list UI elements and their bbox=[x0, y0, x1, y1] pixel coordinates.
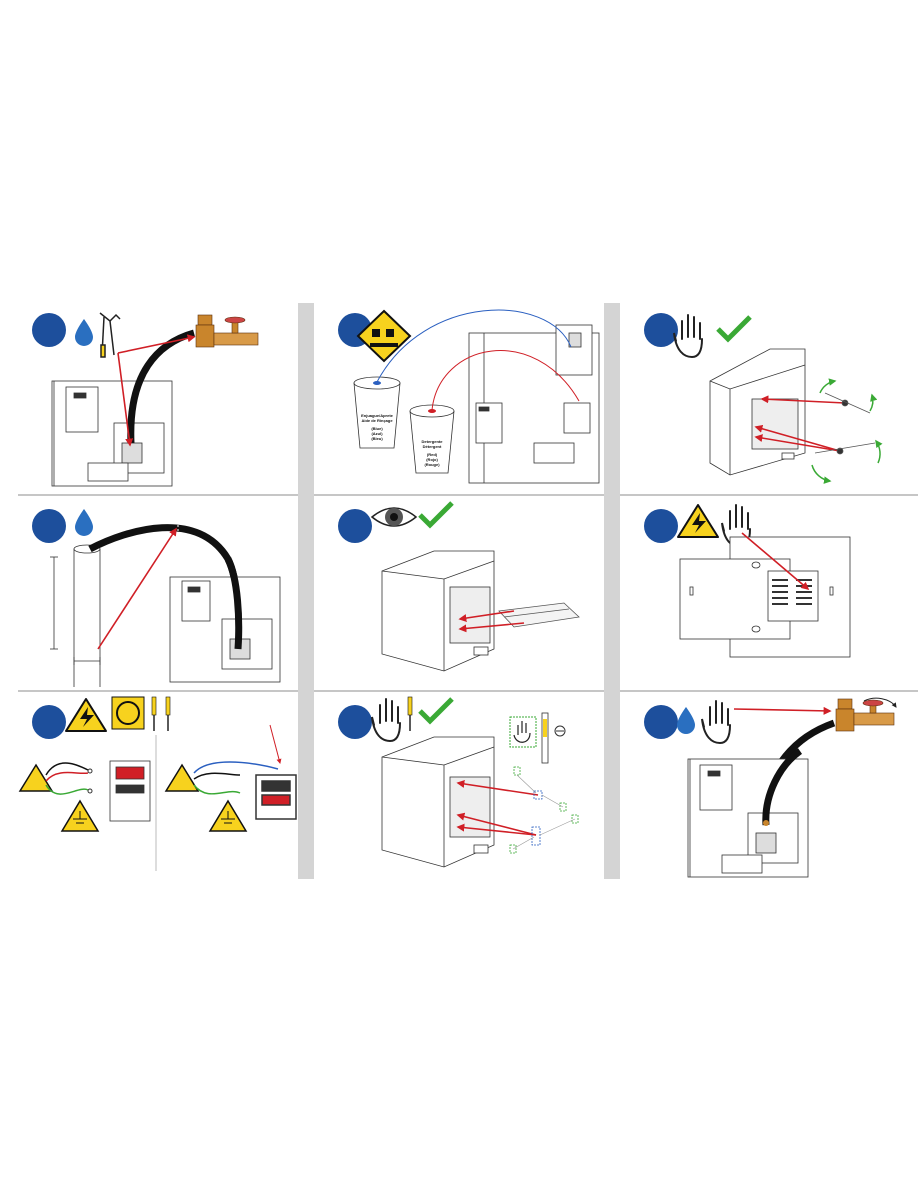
electric-warning-icon bbox=[677, 504, 719, 538]
checkmark-icon bbox=[418, 697, 454, 725]
step-panel-9 bbox=[630, 695, 912, 883]
rinse-tube bbox=[376, 309, 572, 383]
row-divider bbox=[314, 494, 604, 496]
column-divider bbox=[604, 303, 620, 879]
label-line: (Blue) bbox=[371, 426, 383, 431]
ground-warning-icon bbox=[208, 799, 248, 832]
step-number-circle bbox=[32, 313, 66, 347]
step-panel-5 bbox=[324, 499, 606, 687]
dishwasher-cabinet bbox=[381, 550, 495, 672]
step-panel-3 bbox=[630, 303, 912, 491]
label-line: (Azul) bbox=[371, 431, 383, 436]
step-panel-8 bbox=[324, 695, 606, 883]
checkmark-icon bbox=[716, 315, 752, 343]
instruction-sheet: Enjuague/Aprete Aide de Rinçage (Blue) (… bbox=[18, 303, 918, 879]
pressure-valve-icon bbox=[835, 698, 895, 732]
step-number-circle bbox=[32, 509, 66, 543]
ground-warning-icon bbox=[60, 799, 100, 832]
yellow-circle-icon bbox=[111, 696, 145, 730]
electric-warning-icon bbox=[18, 763, 54, 792]
pliers-icon bbox=[99, 312, 121, 358]
rinse-aid-bucket bbox=[353, 376, 401, 449]
row-divider bbox=[620, 690, 918, 692]
corrosive-warning-icon bbox=[356, 309, 412, 363]
spray-arm bbox=[814, 392, 876, 455]
rotation-arrow bbox=[863, 697, 897, 708]
machine-body bbox=[51, 380, 173, 487]
step-panel-2: Enjuague/Aprete Aide de Rinçage (Blue) (… bbox=[324, 303, 606, 491]
detergent-tube bbox=[431, 350, 580, 411]
screwdriver-icon bbox=[407, 696, 413, 731]
row-divider bbox=[620, 494, 918, 496]
filter-screens bbox=[498, 602, 580, 628]
step-panel-1 bbox=[18, 303, 300, 491]
label-line: (Red) bbox=[426, 452, 438, 457]
dishwasher-cabinet bbox=[381, 736, 495, 868]
detergent-bucket bbox=[409, 404, 455, 474]
water-drop-icon bbox=[75, 509, 93, 536]
step-number-circle bbox=[32, 705, 66, 739]
dishwasher-cabinet bbox=[709, 348, 806, 476]
step-number-circle bbox=[644, 509, 678, 543]
terminal-block bbox=[109, 760, 151, 822]
spray-arm-parts bbox=[509, 766, 579, 854]
label-line: (Rouge) bbox=[424, 462, 440, 467]
screwdriver-icon bbox=[165, 696, 171, 731]
inlet-hose bbox=[127, 329, 195, 444]
step-number-circle bbox=[644, 705, 678, 739]
label-line: (Bleu) bbox=[371, 436, 383, 441]
breaker-panel bbox=[679, 536, 851, 658]
row-divider bbox=[314, 690, 604, 692]
hand-icon bbox=[371, 698, 401, 743]
dimension-lines bbox=[50, 556, 101, 665]
arrow-to-inlet bbox=[117, 352, 134, 447]
label-line: (Rojo) bbox=[426, 457, 438, 462]
step-panel-7 bbox=[18, 695, 300, 883]
label-line: Détergent bbox=[422, 444, 442, 449]
inset-detail bbox=[509, 712, 566, 764]
checkmark-icon bbox=[418, 501, 454, 529]
drain-standpipe bbox=[73, 544, 101, 687]
eye-icon bbox=[370, 507, 418, 527]
machine-side-view bbox=[468, 324, 600, 484]
row-divider bbox=[18, 690, 298, 692]
label-line: Detergente bbox=[421, 439, 443, 444]
breaker-arrow bbox=[741, 532, 810, 591]
hand-icon bbox=[673, 314, 703, 359]
valve-arrow bbox=[733, 706, 832, 715]
hand-icon bbox=[701, 700, 731, 745]
step-number-circle bbox=[338, 705, 372, 739]
row-divider bbox=[18, 494, 298, 496]
column-divider bbox=[298, 303, 314, 879]
screwdriver-icon bbox=[151, 696, 157, 731]
height-arrow bbox=[97, 527, 177, 650]
arrow-to-valve bbox=[117, 334, 196, 354]
hand-icon bbox=[721, 504, 751, 549]
electric-warning-icon bbox=[65, 698, 107, 732]
detergent-bucket-label: Detergente Détergent (Red) (Rojo) (Rouge… bbox=[412, 439, 452, 467]
step-number-circle bbox=[338, 509, 372, 543]
machine-body bbox=[169, 576, 281, 683]
rotation-arrows bbox=[811, 378, 883, 484]
step-number-circle bbox=[644, 313, 678, 347]
step-panel-6 bbox=[630, 499, 912, 687]
pressure-valve-icon bbox=[195, 314, 259, 348]
terminal-block bbox=[255, 774, 297, 820]
machine-body bbox=[687, 758, 809, 878]
electric-warning-icon bbox=[164, 763, 200, 792]
water-drop-icon bbox=[75, 319, 93, 346]
label-line: Enjuague/Aprete bbox=[361, 413, 393, 418]
label-line: Aide de Rinçage bbox=[361, 418, 393, 423]
rinse-bucket-label: Enjuague/Aprete Aide de Rinçage (Blue) (… bbox=[356, 413, 398, 441]
step-panel-4 bbox=[18, 499, 300, 687]
water-drop-icon bbox=[677, 707, 695, 734]
